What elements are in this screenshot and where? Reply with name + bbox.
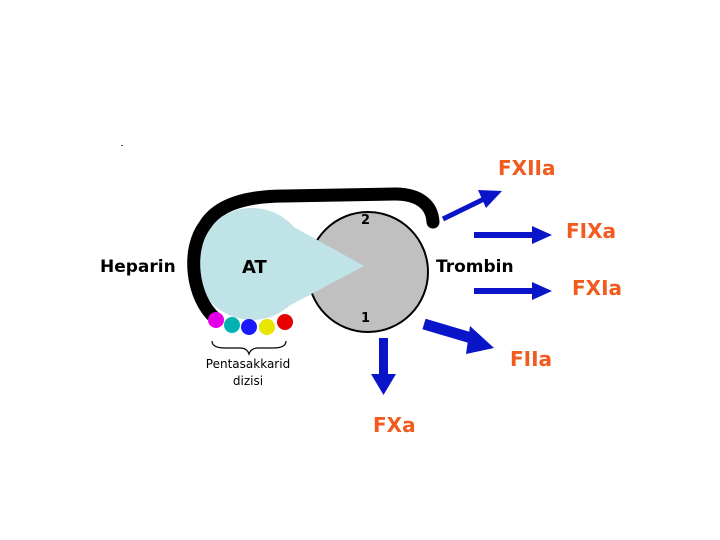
site-1-label: 1 bbox=[361, 311, 370, 326]
bead-yellow bbox=[259, 319, 275, 335]
factor-fxa: FXa bbox=[373, 413, 416, 437]
stray-dot bbox=[121, 145, 123, 146]
arrow-to-fxiia bbox=[441, 190, 502, 222]
factor-fxia: FXIa bbox=[572, 276, 622, 300]
factor-fixa: FIXa bbox=[566, 219, 616, 243]
factor-fiia: FIIa bbox=[510, 347, 552, 371]
arrow-to-fxa bbox=[371, 338, 396, 395]
pentasaccharide-label-line2: dizisi bbox=[233, 374, 263, 388]
bead-magenta bbox=[208, 312, 224, 328]
at-label: AT bbox=[242, 257, 268, 278]
arrow-to-fxia bbox=[474, 282, 552, 300]
pentasaccharide-label-line1: Pentasakkarid bbox=[206, 357, 290, 371]
bead-red bbox=[277, 314, 293, 330]
bead-cyan bbox=[224, 317, 240, 333]
pentasaccharide-beads bbox=[208, 312, 293, 335]
bead-blue bbox=[241, 319, 257, 335]
pentasaccharide-brace bbox=[211, 340, 287, 356]
factor-fxiia: FXIIa bbox=[498, 156, 555, 180]
site-2-label: 2 bbox=[361, 213, 370, 228]
activation-arrows bbox=[371, 190, 552, 395]
antithrombin-shape bbox=[196, 208, 364, 320]
heparin-label: Heparin bbox=[100, 257, 176, 277]
heparin-chain bbox=[187, 187, 440, 325]
arrow-to-fiia bbox=[422, 318, 494, 354]
trombin-label: Trombin bbox=[436, 257, 514, 277]
arrow-to-fixa bbox=[474, 226, 552, 244]
